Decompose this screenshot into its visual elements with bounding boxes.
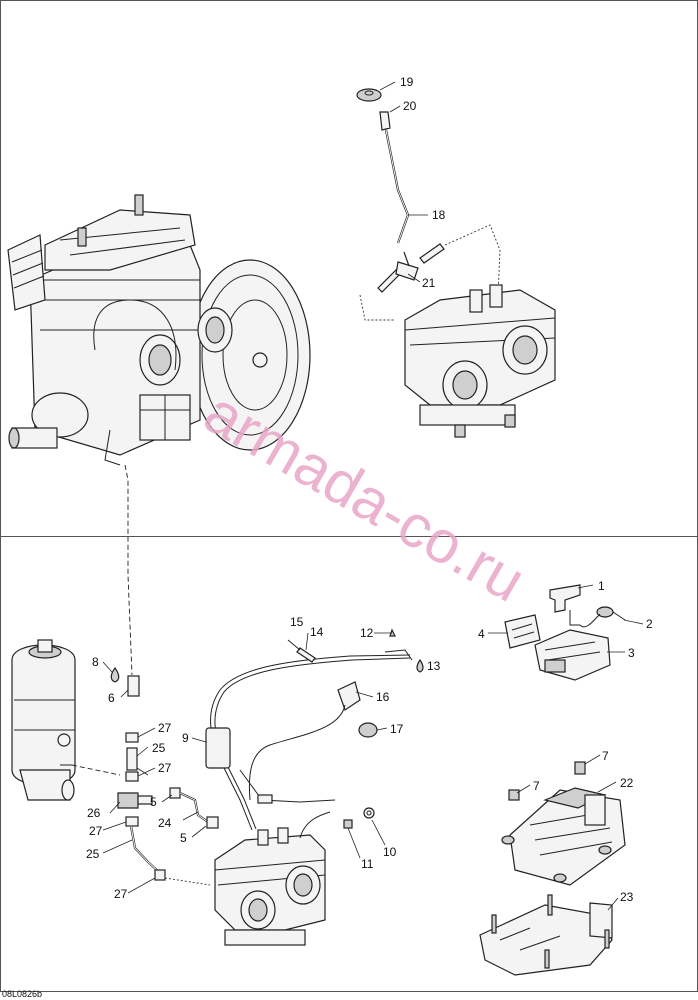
callout-27-b: 27 (158, 761, 172, 775)
callout-4: 4 (478, 627, 485, 641)
carburetors-lower (214, 811, 331, 946)
bracket-23 (479, 894, 613, 976)
nut-7a (508, 789, 520, 801)
nut-7b (574, 761, 586, 775)
callout-6: 6 (108, 691, 115, 705)
tee-21 (395, 261, 419, 281)
nut-11 (343, 819, 353, 829)
callout-27-c: 27 (89, 824, 103, 838)
bracket-1 (549, 584, 581, 626)
fitting-6 (127, 675, 140, 697)
fitting-20 (379, 111, 391, 131)
callout-7-a: 7 (602, 749, 609, 763)
callout-2: 2 (646, 617, 653, 631)
callout-23: 23 (620, 890, 634, 904)
callout-16: 16 (376, 690, 390, 704)
oil-return-path (164, 877, 211, 886)
callout-13: 13 (427, 659, 441, 673)
module-22 (501, 787, 626, 886)
callouts: 19 20 18 21 1 2 4 3 15 14 12 13 16 17 9 … (86, 75, 653, 904)
oil-drop-13 (416, 658, 424, 673)
oil-feed-path (71, 764, 121, 776)
cable-boot-9 (205, 727, 231, 769)
callout-3: 3 (628, 646, 635, 660)
sensor-16 (337, 681, 361, 711)
module-3 (534, 629, 611, 681)
module-4 (504, 614, 541, 649)
drawing-code: 08L0826b (2, 989, 42, 999)
callout-27-d: 27 (114, 887, 128, 901)
tee-26 (117, 792, 139, 809)
callout-25-a: 25 (152, 741, 166, 755)
callout-10: 10 (383, 845, 397, 859)
fitting-14 (296, 647, 316, 663)
callout-9: 9 (182, 731, 189, 745)
callout-12: 12 (360, 626, 374, 640)
engine-assembly (7, 194, 311, 466)
callout-25-b: 25 (86, 847, 100, 861)
callout-17: 17 (390, 722, 404, 736)
oil-tank (11, 639, 76, 801)
grommet-17 (358, 722, 378, 738)
callout-22: 22 (620, 776, 634, 790)
callout-5-a: 5 (150, 795, 157, 809)
callout-8: 8 (92, 655, 99, 669)
throttle-cable (205, 628, 424, 831)
callout-1: 1 (598, 579, 605, 593)
callout-26: 26 (87, 806, 101, 820)
callout-18: 18 (432, 208, 446, 222)
vent-hose-assembly (356, 88, 501, 321)
leader-lines (102, 81, 644, 911)
callout-27-a: 27 (158, 721, 172, 735)
carburetors-upper (404, 284, 556, 438)
callout-5-b: 5 (180, 831, 187, 845)
pulse-line-path (124, 464, 133, 676)
callout-15: 15 (290, 615, 304, 629)
callout-7-b: 7 (533, 779, 540, 793)
callout-20: 20 (403, 99, 417, 113)
callout-21: 21 (422, 276, 436, 290)
callout-19: 19 (400, 75, 414, 89)
oil-drop-8 (110, 666, 120, 683)
oil-line-parts (110, 666, 219, 881)
washer-10 (363, 807, 375, 819)
sensor-2 (579, 606, 626, 628)
callout-11: 11 (361, 857, 374, 871)
callout-24: 24 (158, 816, 172, 830)
callout-14: 14 (310, 625, 324, 639)
